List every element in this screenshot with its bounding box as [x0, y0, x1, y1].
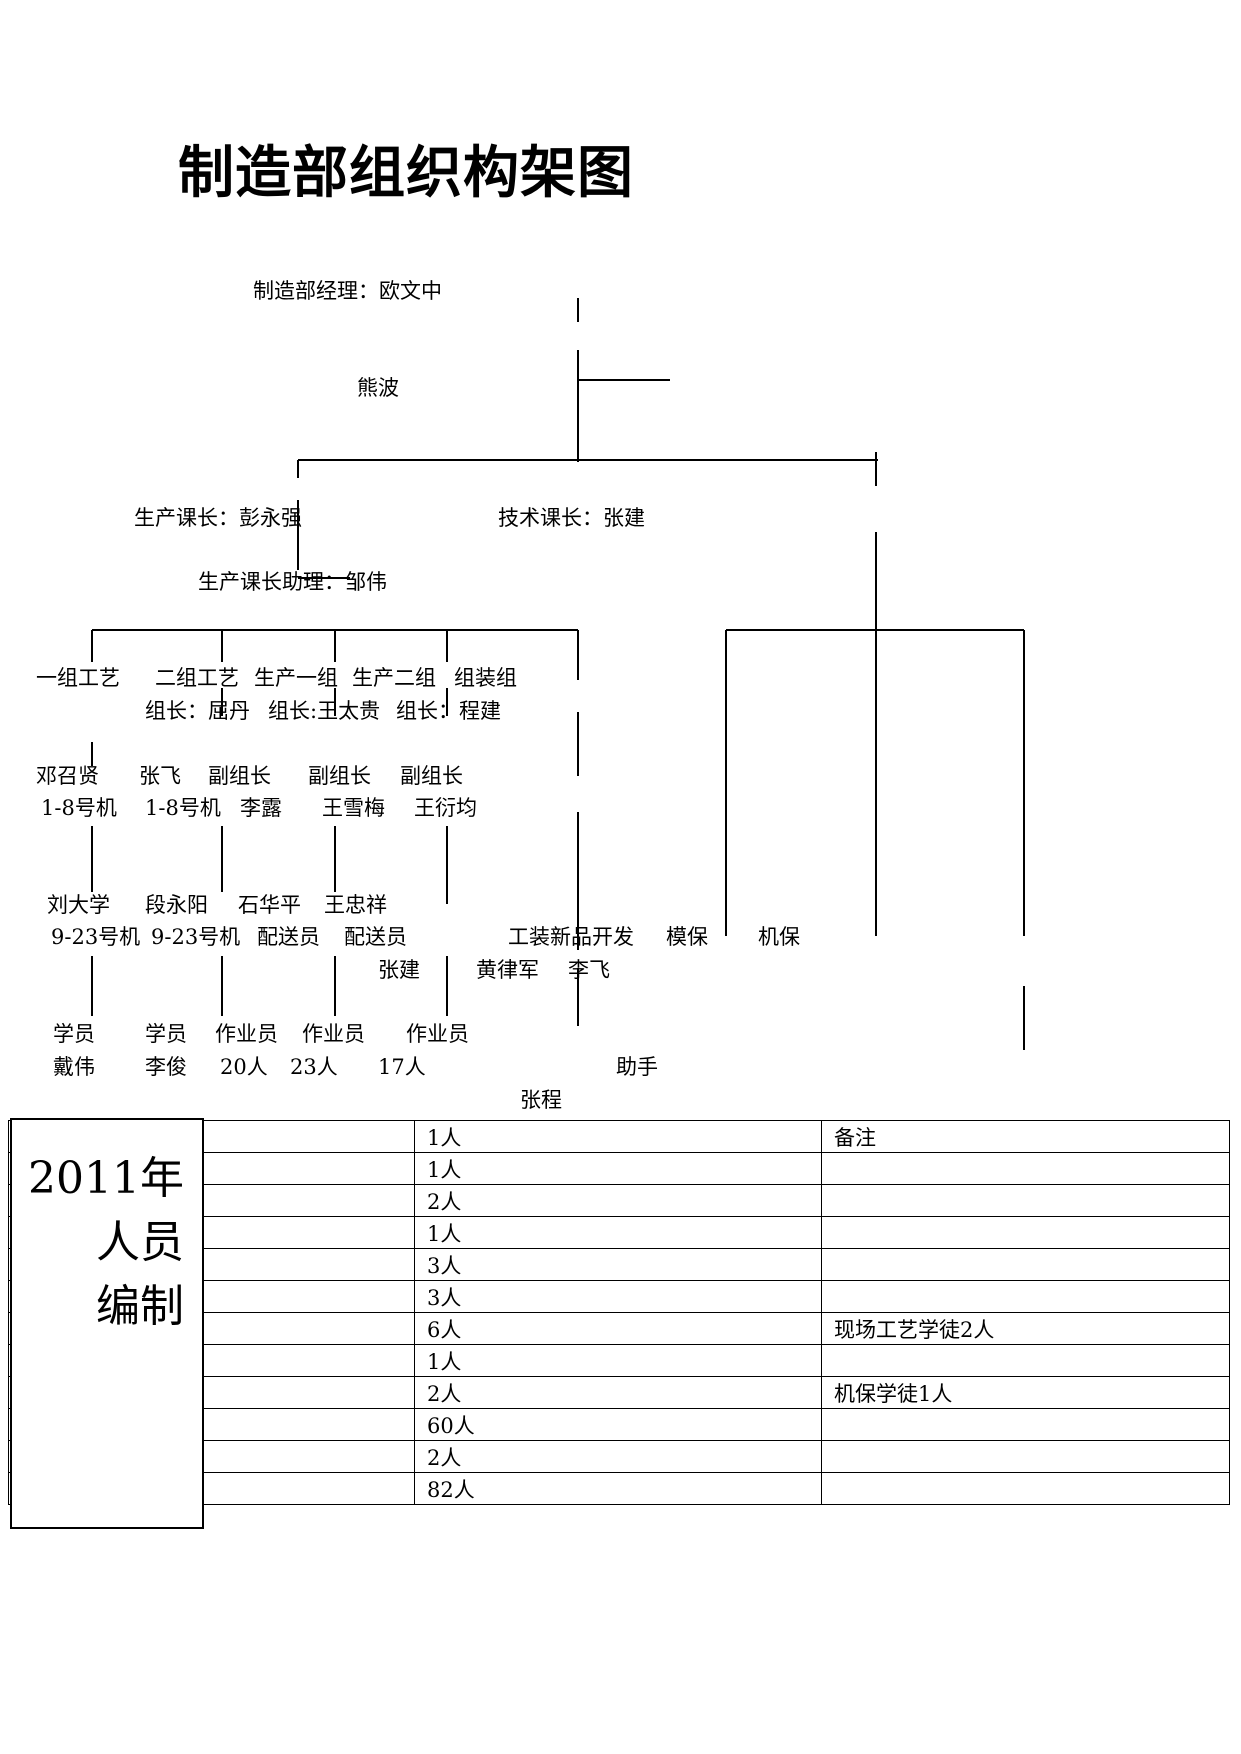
member-role: 配送员 [344, 925, 407, 949]
year-staffing-label-box: 2011年 人员 编制 [10, 1118, 204, 1529]
member-role: 作业员 [215, 1022, 278, 1046]
year-label: 2011年 [28, 1153, 184, 1204]
machine-range: 9-23号机 [51, 925, 141, 949]
member-name: 邓召贤 [36, 764, 99, 788]
group-label: 二组工艺 [155, 666, 239, 690]
note-cell [821, 1184, 1230, 1217]
group-leader-label: 组长：程建 [396, 699, 501, 723]
group-label: 生产一组 [254, 666, 338, 690]
headcount: 17人 [378, 1055, 426, 1079]
machine-range: 1-8号机 [41, 796, 117, 820]
production-assistant-label: 生产课长助理：邹伟 [198, 570, 387, 594]
tech-person-name: 黄律军 [476, 958, 539, 982]
production-chief-label: 生产课长：彭永强 [134, 506, 302, 530]
count-cell: 1人 [414, 1120, 822, 1153]
group-leader-label: 组长：屈丹 [145, 699, 250, 723]
headcount: 20人 [220, 1055, 268, 1079]
member-name: 张飞 [139, 764, 181, 788]
count-cell: 3人 [414, 1248, 822, 1281]
tech-person-name: 张建 [378, 958, 420, 982]
note-cell [821, 1344, 1230, 1377]
note-cell: 备注 [821, 1120, 1230, 1153]
count-cell: 1人 [414, 1216, 822, 1249]
note-cell [821, 1408, 1230, 1441]
member-name: 段永阳 [145, 893, 208, 917]
group-label: 组装组 [454, 666, 517, 690]
count-cell: 2人 [414, 1184, 822, 1217]
member-name: 戴伟 [53, 1055, 95, 1079]
member-role: 副组长 [400, 764, 463, 788]
machine-range: 1-8号机 [145, 796, 221, 820]
note-cell [821, 1216, 1230, 1249]
table-row: 60人 [8, 1408, 1230, 1441]
count-cell: 1人 [414, 1344, 822, 1377]
member-name: 王雪梅 [322, 796, 385, 820]
member-name: 李俊 [145, 1055, 187, 1079]
note-cell [821, 1440, 1230, 1473]
member-name: 王忠祥 [324, 893, 387, 917]
group-leader-label: 组长:王太贵 [268, 699, 381, 723]
page-title: 制造部组织构架图 [178, 141, 634, 206]
member-role: 副组长 [208, 764, 271, 788]
table-row: 3人 [8, 1248, 1230, 1281]
tech-person-name: 李飞 [568, 958, 610, 982]
count-cell: 3人 [414, 1280, 822, 1313]
tech-dept-label: 机保 [758, 925, 800, 949]
note-cell: 机保学徒1人 [821, 1376, 1230, 1409]
staff-label: 人员 [96, 1217, 184, 1268]
group-label: 生产二组 [352, 666, 436, 690]
member-role: 副组长 [308, 764, 371, 788]
note-cell [821, 1280, 1230, 1313]
headcount: 23人 [290, 1055, 338, 1079]
note-cell [821, 1248, 1230, 1281]
member-name: 刘大学 [47, 893, 110, 917]
count-cell: 2人 [414, 1376, 822, 1409]
note-cell: 现场工艺学徒2人 [821, 1312, 1230, 1345]
note-cell [821, 1472, 1230, 1505]
member-name: 李露 [240, 796, 282, 820]
tech-dept-label: 工装新品开发 [508, 925, 634, 949]
member-role: 作业员 [406, 1022, 469, 1046]
member-role: 配送员 [257, 925, 320, 949]
tech-chief-label: 技术课长：张建 [498, 506, 645, 530]
count-cell: 1人 [414, 1152, 822, 1185]
manager-assistant-label: 熊波 [357, 376, 399, 400]
table-row: 2人 [8, 1440, 1230, 1473]
note-cell [821, 1152, 1230, 1185]
machine-range: 9-23号机 [151, 925, 241, 949]
member-role: 作业员 [302, 1022, 365, 1046]
manager-label: 制造部经理：欧文中 [253, 279, 442, 303]
member-name: 石华平 [238, 893, 301, 917]
count-cell: 2人 [414, 1440, 822, 1473]
count-cell: 6人 [414, 1312, 822, 1345]
helper-name: 张程 [520, 1088, 562, 1112]
quota-label: 编制 [96, 1281, 184, 1332]
table-row: 1人 [8, 1344, 1230, 1377]
member-role: 学员 [53, 1022, 95, 1046]
member-name: 王衍均 [414, 796, 477, 820]
tech-dept-label: 模保 [666, 925, 708, 949]
helper-label: 助手 [616, 1055, 658, 1079]
count-cell: 82人 [414, 1472, 822, 1505]
member-role: 学员 [145, 1022, 187, 1046]
count-cell: 60人 [414, 1408, 822, 1441]
group-label: 一组工艺 [36, 666, 120, 690]
